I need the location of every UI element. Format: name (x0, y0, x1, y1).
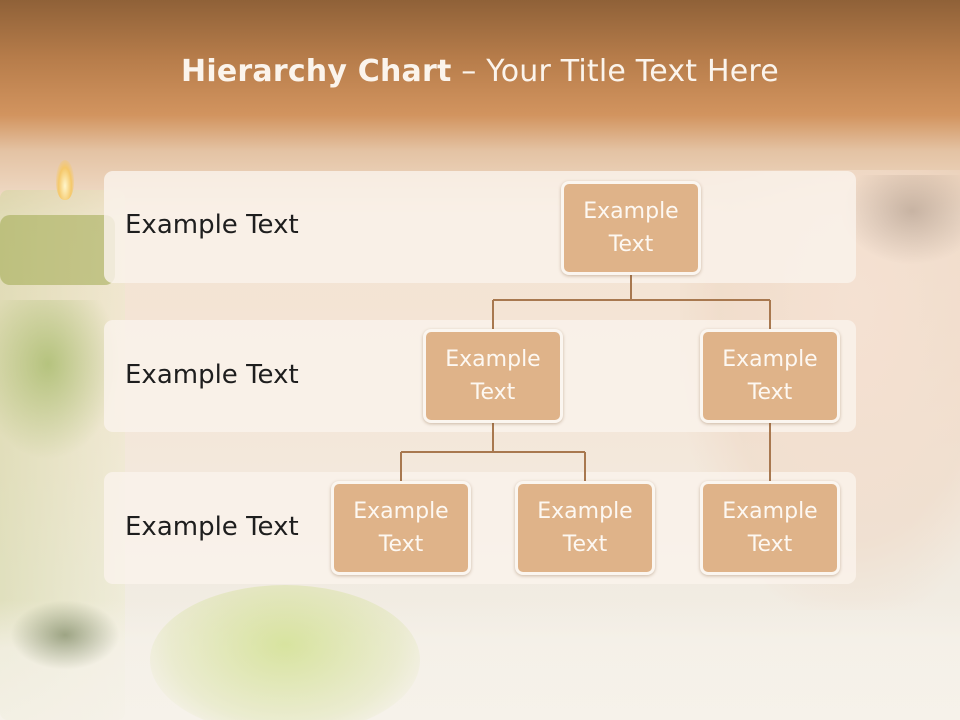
candle-flame-decoration (56, 160, 74, 200)
node-grandchild-3: Example Text (700, 481, 840, 575)
candle-wax-decoration (0, 215, 115, 285)
node-child-left-text: Example Text (445, 347, 541, 405)
node-grandchild-1-text: Example Text (353, 499, 449, 557)
node-root-text: Example Text (583, 199, 679, 257)
node-child-left: Example Text (423, 329, 563, 423)
node-root: Example Text (561, 181, 701, 275)
level-band-1 (104, 171, 856, 283)
node-grandchild-2-text: Example Text (537, 499, 633, 557)
node-child-right-text: Example Text (722, 347, 818, 405)
node-grandchild-3-text: Example Text (722, 499, 818, 557)
stone-decoration (10, 600, 120, 670)
level-label-3: Example Text (125, 512, 299, 542)
title-rest-part: – Your Title Text Here (451, 54, 779, 89)
green-jar-decoration (150, 585, 420, 720)
node-grandchild-1: Example Text (331, 481, 471, 575)
slide-title: Hierarchy Chart – Your Title Text Here (0, 54, 960, 89)
title-bold-part: Hierarchy Chart (181, 54, 452, 89)
level-label-1: Example Text (125, 210, 299, 240)
node-grandchild-2: Example Text (515, 481, 655, 575)
leaf-decoration (0, 300, 120, 460)
towel-background-image (0, 600, 960, 720)
level-label-2: Example Text (125, 360, 299, 390)
hair-background-image (840, 175, 960, 265)
node-child-right: Example Text (700, 329, 840, 423)
